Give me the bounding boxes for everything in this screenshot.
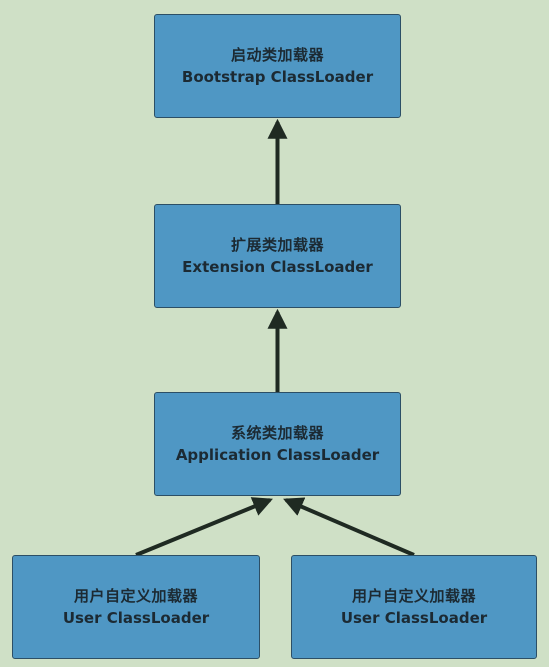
node-label-en: Bootstrap ClassLoader bbox=[181, 68, 374, 86]
node-label-zh: 启动类加载器 bbox=[230, 46, 324, 64]
node-label-en: Extension ClassLoader bbox=[182, 258, 373, 276]
node-label-zh: 扩展类加载器 bbox=[230, 236, 324, 254]
node-application-classloader: 系统类加载器 Application ClassLoader bbox=[154, 392, 401, 496]
node-bootstrap-classloader: 启动类加载器 Bootstrap ClassLoader bbox=[154, 14, 401, 118]
node-user-classloader-right: 用户自定义加载器 User ClassLoader bbox=[291, 555, 537, 659]
node-label-zh: 用户自定义加载器 bbox=[73, 587, 198, 605]
node-label-en: User ClassLoader bbox=[340, 609, 488, 627]
node-label-en: User ClassLoader bbox=[62, 609, 210, 627]
node-label-en: Application ClassLoader bbox=[175, 446, 380, 464]
node-label-zh: 用户自定义加载器 bbox=[351, 587, 476, 605]
node-user-classloader-left: 用户自定义加载器 User ClassLoader bbox=[12, 555, 260, 659]
arrow-user-right-to-application bbox=[283, 497, 415, 557]
arrow-user-left-to-application bbox=[135, 497, 273, 557]
node-extension-classloader: 扩展类加载器 Extension ClassLoader bbox=[154, 204, 401, 308]
node-label-zh: 系统类加载器 bbox=[230, 424, 324, 442]
